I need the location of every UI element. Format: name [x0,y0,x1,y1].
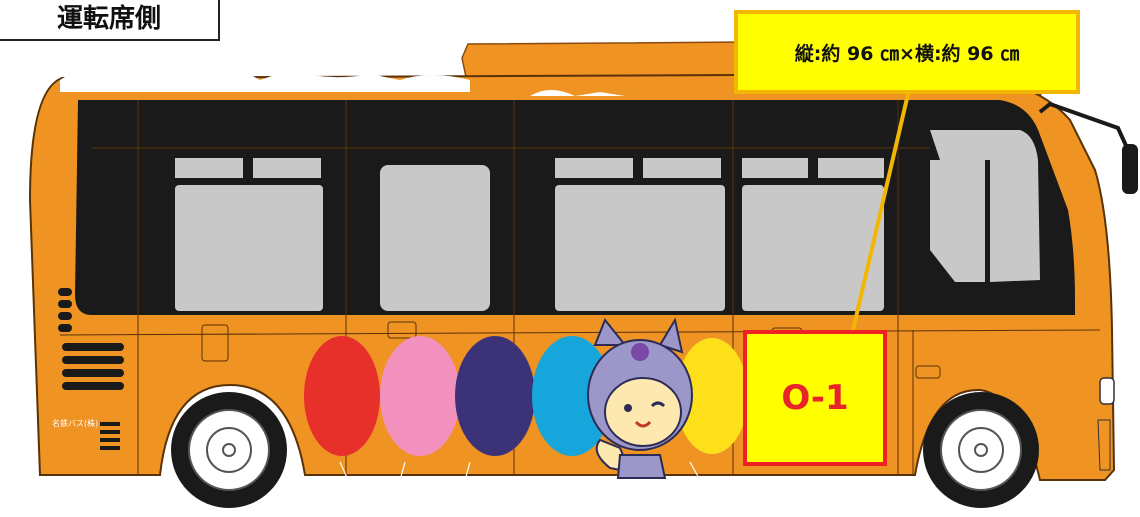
mascot-character [587,317,693,479]
wheel-icon [923,392,1039,508]
oval-cyan [532,336,612,456]
oval-red [304,336,380,456]
oval-pink [380,336,460,456]
wheel-icon [171,392,287,508]
leader-line [851,93,910,331]
ad-area-marker: O-1 [743,330,887,466]
driver-side-label: 運転席側 [0,0,220,41]
size-label: 縦:約 96 ㎝×横:約 96 ㎝ [734,10,1080,94]
oval-purple [455,336,535,456]
mirror-icon [1038,101,1138,194]
operator-mark: 名鉄バス(株) [52,419,99,428]
oval-yellow [676,338,748,454]
